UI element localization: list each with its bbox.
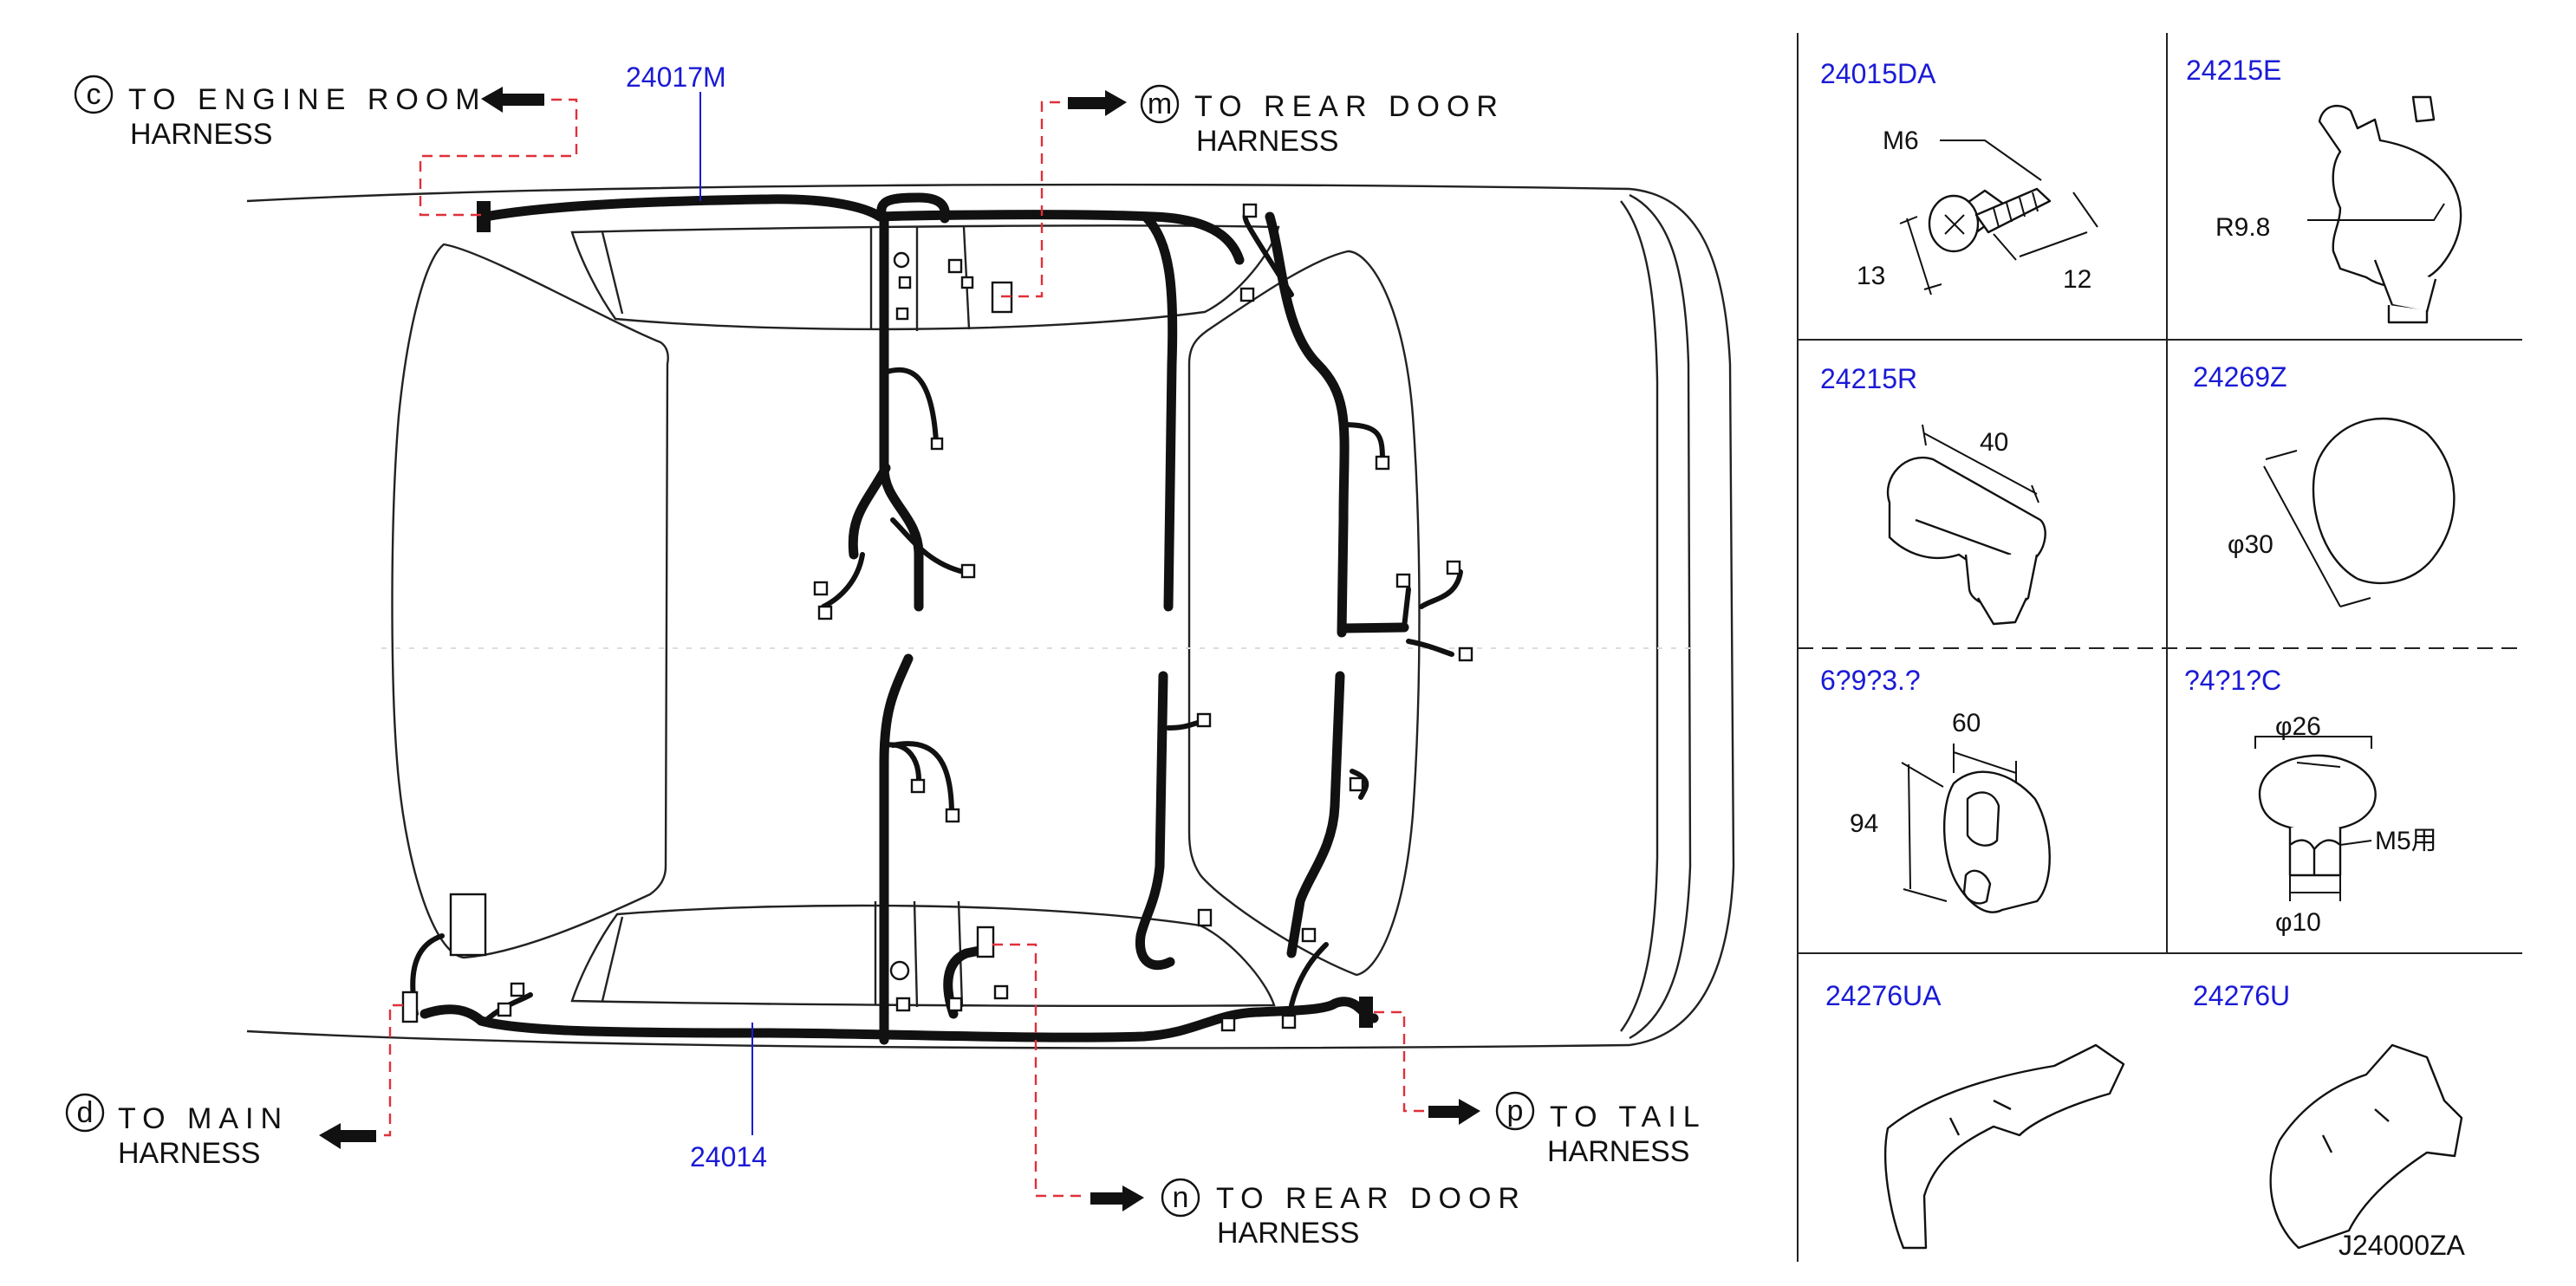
dim-5-b: 94 [1850,809,1878,838]
dim-2-a: R9.8 [2215,213,2270,242]
dim-3-a: 40 [1980,428,2008,457]
callout-p-line2: HARNESS [1547,1135,1689,1168]
callout-c-letter: c [87,78,101,111]
callout-p-line1: TO TAIL [1550,1101,1707,1133]
callout-n: n TO REAR DOOR HARNESS [1161,1178,1526,1250]
callout-n-letter: n [1173,1181,1189,1214]
callout-n-circle [1161,1178,1200,1218]
callout-c-line2: HARNESS [130,118,272,151]
callout-m: m TO REAR DOOR HARNESS [1140,84,1505,158]
push-clip-icon [2254,736,2377,901]
callout-c-line1: TO ENGINE ROOM [128,83,487,116]
dim-4-a: φ30 [2228,530,2274,559]
part-cell-24269Z: 24269Z φ30 [2193,361,2456,607]
callout-m-letter: m [1148,88,1172,120]
part-number-7: 24276UA [1825,980,1942,1011]
callout-m-line1: TO REAR DOOR [1194,90,1505,123]
part-cell-grommet: 6?9?3.? 60 94 [1820,665,2051,913]
part-cell-push-clip: ?4?1?C φ26 M5用 φ10 [2184,665,2437,937]
arrow-icon-c [481,87,544,113]
part-number-1: 24015DA [1820,58,1936,89]
arrow-icon-m [1068,90,1127,116]
part-cell-24276U: 24276U [2193,980,2463,1250]
part-number-6: ?4?1?C [2184,665,2281,696]
dim-1-b: 13 [1857,262,1885,290]
harness-protector-icon-2 [2269,1043,2463,1250]
connector-blocks [401,201,1473,1032]
parts-grid [1797,33,2522,1262]
part-cell-24215R: 24215R 40 [1820,363,2046,626]
part-label-top-harness: 24017M [626,62,726,93]
part-number-3: 24215R [1820,363,1917,394]
part-label-bottom-harness: 24014 [690,1141,767,1172]
drawing-code: J24000ZA [2339,1230,2466,1261]
bolt-icon [1899,140,2098,296]
callout-d-line2: HARNESS [118,1137,260,1170]
callout-n-line2: HARNESS [1217,1217,1359,1250]
callout-n-line1: TO REAR DOOR [1216,1182,1526,1215]
dim-5-a: 60 [1952,709,1981,737]
callout-p-circle [1495,1091,1535,1131]
leader-lines [377,92,1426,1198]
clip-icon [2307,95,2462,324]
dim-1-a: M6 [1883,127,1919,155]
dim-6-b: M5用 [2375,827,2437,855]
callout-d-circle [65,1093,105,1133]
arrow-icon-d [319,1123,376,1149]
round-cap-icon [2263,417,2456,607]
callout-d: d TO MAIN HARNESS [65,1093,289,1170]
part-number-4: 24269Z [2193,361,2287,393]
harness-protector-icon [1883,1043,2125,1250]
car-body-outline [246,183,1735,1049]
callout-d-letter: d [77,1096,94,1129]
arrow-icon-n [1090,1185,1144,1211]
fastener-clip-icon [1887,424,2046,626]
callout-d-line1: TO MAIN [118,1102,289,1135]
callout-p: p TO TAIL HARNESS [1495,1091,1707,1168]
callout-c: c TO ENGINE ROOM HARNESS [74,75,487,151]
part-number-2: 24215E [2186,55,2281,86]
callout-m-circle [1140,84,1180,124]
callout-p-letter: p [1507,1094,1524,1127]
arrow-icon-p [1428,1099,1480,1125]
dim-6-c: φ10 [2275,908,2321,937]
part-number-8: 24276U [2193,980,2290,1011]
part-cell-24276UA: 24276UA [1825,980,2125,1250]
grommet-icon [1901,744,2051,913]
callout-c-circle [74,75,114,114]
harness-branches [410,210,1463,1023]
dim-1-c: 12 [2063,265,2091,294]
part-number-5: 6?9?3.? [1820,665,1921,696]
part-cell-24015DA: 24015DA M6 13 12 [1820,58,2098,296]
part-cell-24215E: 24215E R9.8 [2186,55,2462,324]
callout-m-line2: HARNESS [1196,125,1338,158]
